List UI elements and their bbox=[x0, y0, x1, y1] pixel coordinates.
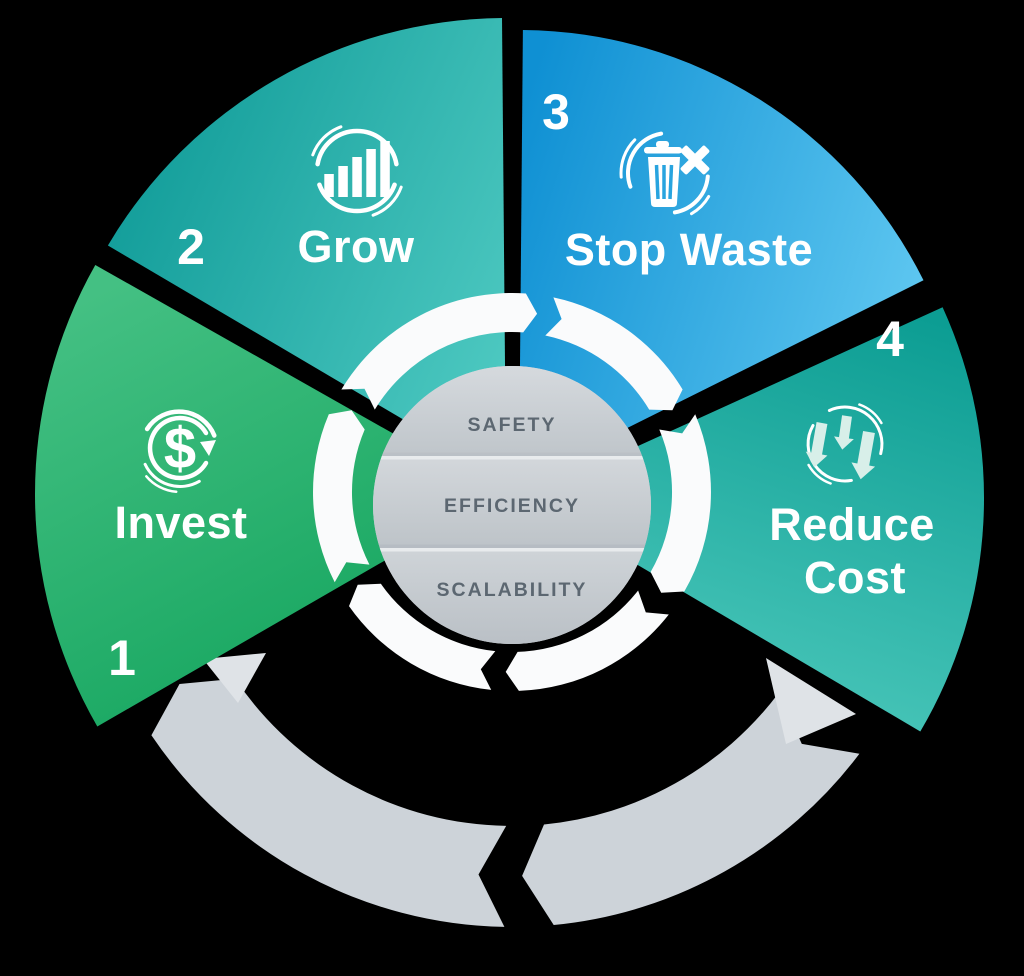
center-band-scalability: SCALABILITY bbox=[437, 579, 588, 601]
dollar-refresh-icon: $ bbox=[143, 409, 217, 494]
ring-arrow-4 bbox=[505, 590, 669, 691]
inner-arrow-ring bbox=[313, 293, 711, 691]
cycle-shadow-highlight-left bbox=[203, 653, 266, 703]
down-arrows bbox=[805, 415, 876, 480]
trash-slats bbox=[654, 164, 674, 200]
reduce-cost-label-line2: Cost bbox=[804, 552, 906, 603]
dollar-glyph: $ bbox=[164, 416, 196, 481]
reduce-cost-segment bbox=[524, 307, 985, 732]
cycle-shadow-highlight-right bbox=[766, 658, 856, 744]
ring-arrow-1 bbox=[341, 293, 538, 410]
bars bbox=[324, 141, 390, 197]
bar-chart-icon bbox=[311, 125, 403, 217]
outer-cycle-arrows bbox=[151, 653, 860, 927]
stop-waste-number: 3 bbox=[542, 84, 570, 140]
no-waste-icon bbox=[619, 131, 711, 216]
cost-down-icon bbox=[805, 403, 884, 485]
ring-arrow-5 bbox=[349, 583, 496, 690]
reduce-cost-number: 4 bbox=[876, 311, 904, 367]
grow-label: Grow bbox=[297, 221, 415, 272]
grow-number: 2 bbox=[177, 219, 205, 275]
segment-numbers: 1 2 3 4 bbox=[108, 84, 904, 686]
x-mark bbox=[680, 145, 710, 175]
invest-label: Invest bbox=[114, 497, 247, 548]
segment-labels: Invest Grow Stop Waste Reduce Cost bbox=[114, 221, 934, 603]
center-band-efficiency: EFFICIENCY bbox=[444, 495, 580, 517]
cycle-arrow-left bbox=[151, 678, 507, 927]
reduce-cost-label-line1: Reduce bbox=[769, 499, 935, 550]
invest-number: 1 bbox=[108, 630, 136, 686]
ring-arrow-2 bbox=[545, 297, 683, 411]
ring-arrow-3 bbox=[650, 414, 711, 593]
cycle-arrow-right bbox=[522, 693, 860, 925]
stop-waste-label: Stop Waste bbox=[565, 224, 813, 275]
ring-arrow-6 bbox=[313, 410, 370, 583]
invest-segment bbox=[35, 265, 501, 727]
center-band-safety: SAFETY bbox=[468, 414, 557, 436]
